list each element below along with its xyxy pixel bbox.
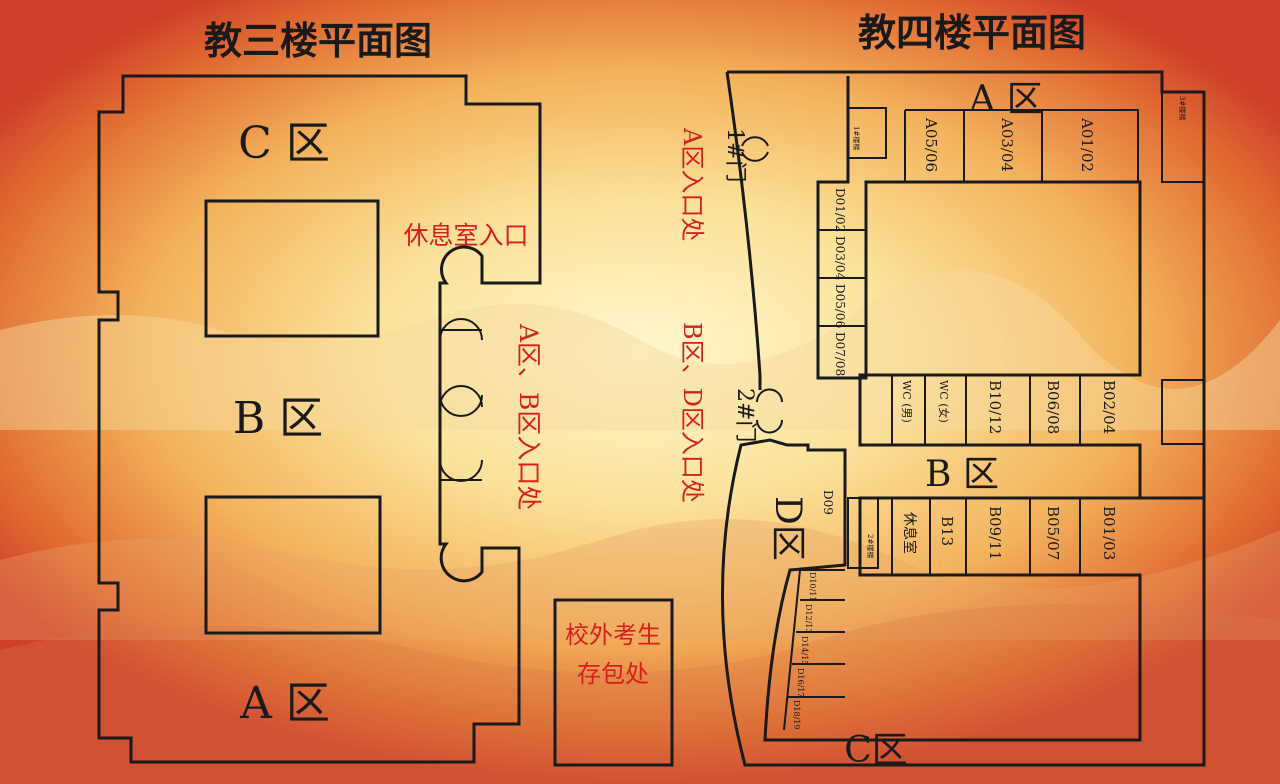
- left-building-outline: [97, 74, 542, 764]
- room-b02-04: B02/04: [1100, 380, 1118, 434]
- left-plan-title: 教三楼平面图: [204, 18, 432, 63]
- bag-storage-box: [553, 598, 674, 767]
- courtyard-lower: [204, 495, 382, 635]
- room-lounge: 休息室: [901, 512, 918, 554]
- door2-label: 2#门: [732, 388, 757, 442]
- right-building-outline: [720, 70, 1206, 767]
- stair2-label: 2#楼梯: [866, 534, 875, 558]
- ab-entrance-label: A区、B区入口处: [514, 323, 543, 510]
- left-door-arcs: [439, 318, 483, 482]
- bag-storage-line2: 存包处: [577, 660, 649, 688]
- bag-storage-line1: 校外考生: [565, 621, 661, 649]
- room-d01-02: D01/02: [833, 188, 847, 232]
- room-wc-male: WC (男): [900, 380, 913, 423]
- room-b01-03: B01/03: [1100, 506, 1118, 560]
- room-b05-07: B05/07: [1044, 506, 1062, 560]
- room-d16-17: D16/17: [796, 668, 805, 697]
- door1-label: 1#门: [722, 128, 747, 182]
- east-stair: [1161, 379, 1205, 445]
- right-zone-c: C区: [844, 730, 908, 771]
- room-d14-15: D14/15: [800, 636, 809, 665]
- left-zone-b: B 区: [233, 393, 323, 444]
- a-entrance-label: A区入口处: [678, 127, 706, 241]
- d-curve-rooms: [783, 569, 845, 731]
- room-a03-04: A03/04: [998, 117, 1016, 172]
- room-d05-06: D05/06: [833, 284, 847, 328]
- room-d03-04: D03/04: [833, 236, 847, 281]
- door1-symbol: [741, 136, 769, 162]
- room-wc-female: WC (女): [937, 380, 951, 423]
- courtyard-upper: [204, 199, 380, 338]
- b-top-row: [891, 375, 1081, 445]
- right-plan-title: 教四楼平面图: [858, 10, 1086, 55]
- room-a05-06: A05/06: [922, 117, 940, 172]
- stair2-block: [847, 497, 879, 569]
- stair1-block: [847, 107, 887, 159]
- stair3-label: 3#楼梯: [1178, 96, 1187, 120]
- left-zone-c: C 区: [238, 118, 330, 169]
- right-zone-a: A 区: [968, 79, 1042, 120]
- room-b06-08: B06/08: [1044, 380, 1062, 434]
- room-b09-11: B09/11: [986, 506, 1004, 560]
- d-rooms-block: [818, 229, 866, 327]
- room-d12-13: D12/13: [804, 604, 813, 633]
- stair1-label: 1#楼梯: [852, 126, 861, 150]
- right-zone-d: D区: [767, 496, 808, 561]
- bd-entrance-label: B区、D区入口处: [678, 322, 706, 503]
- b-bottom-row: [891, 498, 1081, 575]
- room-b10-12: B10/12: [986, 380, 1004, 434]
- door2-symbol: [756, 388, 783, 434]
- room-d18-19: D18/19: [792, 700, 801, 729]
- a-rooms-block: [904, 109, 1139, 182]
- room-d10-11: D10/11: [808, 572, 817, 601]
- room-d07-08: D07/08: [833, 332, 847, 376]
- room-d09: D09: [821, 490, 835, 515]
- right-zone-b: B 区: [925, 454, 999, 495]
- room-b13: B13: [938, 516, 956, 546]
- left-zone-a: A 区: [239, 678, 330, 729]
- room-a01-02: A01/02: [1078, 117, 1096, 172]
- stair3-block: [1161, 91, 1205, 183]
- lounge-entrance-label: 休息室入口: [403, 221, 528, 250]
